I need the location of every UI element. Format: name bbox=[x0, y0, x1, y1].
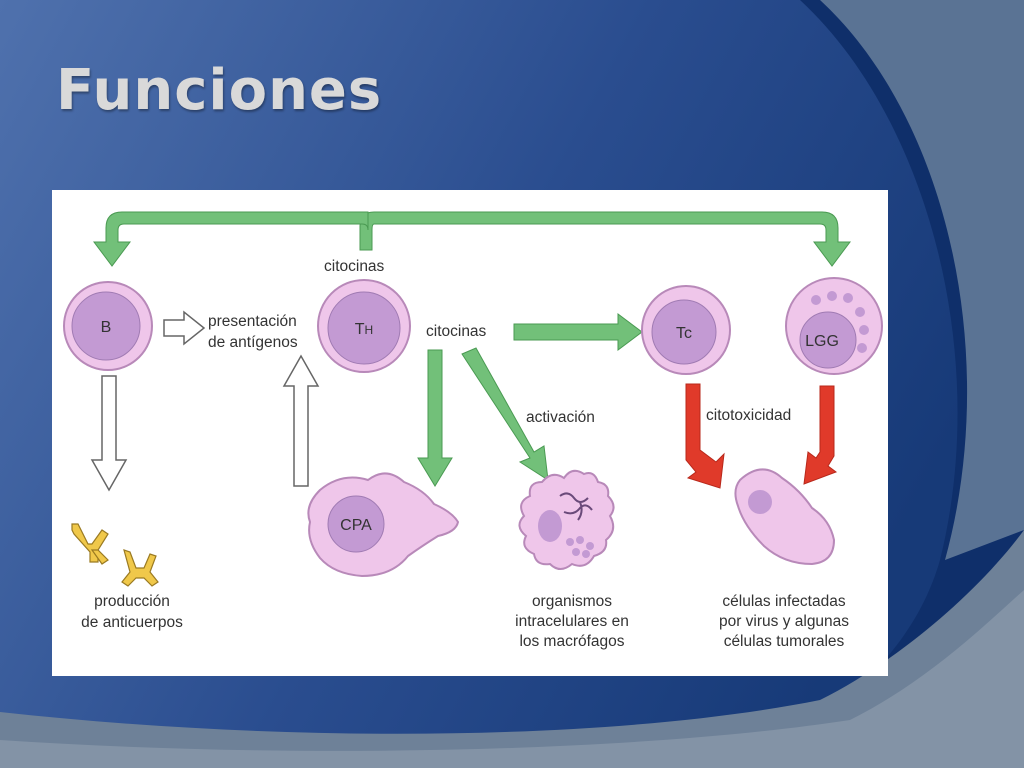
antibody-production-label-2: de anticuerpos bbox=[81, 614, 183, 631]
diagram-canvas: B presentación de antígenos TH citocinas… bbox=[63, 211, 883, 650]
red-arrow-from-lgg bbox=[803, 385, 838, 485]
lgg-cell-label: LGG bbox=[805, 333, 839, 350]
antibody-icon bbox=[121, 549, 159, 587]
organisms-label-3: los macrófagos bbox=[519, 633, 624, 650]
green-arrow-to-tc bbox=[513, 313, 643, 351]
top-green-arrow bbox=[93, 211, 851, 267]
organisms-label-1: organismos bbox=[532, 593, 612, 610]
cpa-cell: CPA bbox=[307, 472, 460, 578]
hollow-arrow-b-presentation bbox=[163, 310, 206, 346]
macrophage-cell bbox=[518, 469, 615, 570]
cytotoxicity-label: citotoxicidad bbox=[706, 407, 791, 424]
infected-cells-label-2: por virus y algunas bbox=[719, 613, 849, 630]
b-cell-label: B bbox=[101, 319, 112, 336]
infected-cell bbox=[734, 468, 836, 566]
corner-gray-top bbox=[820, 0, 1024, 560]
tc-cell: Tc bbox=[641, 285, 731, 375]
presentation-label-2: de antígenos bbox=[208, 334, 298, 351]
cpa-cell-label: CPA bbox=[340, 517, 372, 534]
tc-cell-label: Tc bbox=[676, 325, 692, 342]
lgg-cell: LGG bbox=[785, 277, 883, 375]
th-cell-label: TH bbox=[355, 321, 373, 338]
presentation-label-1: presentación bbox=[208, 313, 297, 330]
antibody-production-label-1: producción bbox=[94, 593, 170, 610]
hollow-arrow-cpa-up bbox=[282, 354, 320, 487]
green-arrow-to-macrophage bbox=[461, 347, 549, 481]
hollow-arrow-b-down bbox=[90, 375, 128, 492]
green-arrow-to-cpa bbox=[417, 349, 453, 487]
activation-label: activación bbox=[526, 409, 595, 426]
b-cell: B bbox=[63, 281, 153, 371]
bottom-light-band bbox=[0, 590, 1024, 768]
red-arrow-from-tc bbox=[685, 383, 725, 489]
infected-cells-label-3: células tumorales bbox=[724, 633, 845, 650]
cytokines-mid-label: citocinas bbox=[426, 323, 487, 340]
th-cell: TH bbox=[317, 279, 411, 373]
organisms-label-2: intracelulares en bbox=[515, 613, 629, 630]
immune-functions-diagram: B presentación de antígenos TH citocinas… bbox=[52, 190, 888, 676]
slide-title: Funciones bbox=[56, 58, 383, 123]
infected-cells-label-1: células infectadas bbox=[722, 593, 845, 610]
antibody-icon bbox=[71, 523, 109, 565]
cytokines-top-label: citocinas bbox=[324, 258, 385, 275]
